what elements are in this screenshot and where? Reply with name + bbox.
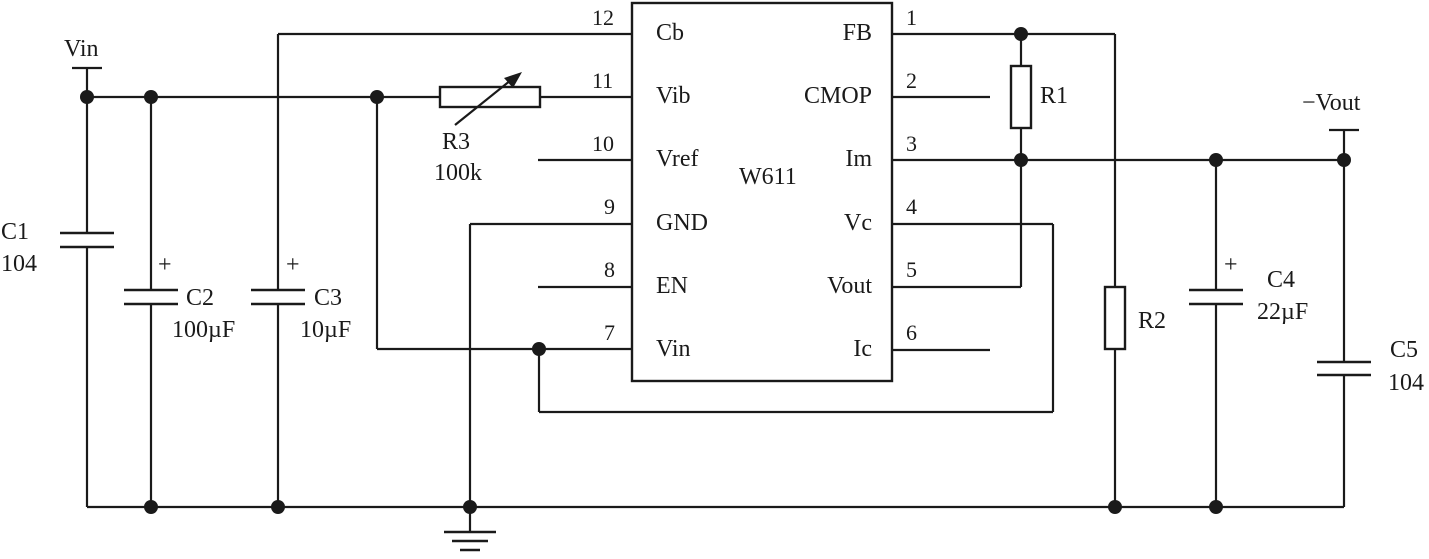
pin-num-9: 9 [604,194,615,219]
r2-name: R2 [1138,308,1166,334]
r3-name: R3 [442,129,470,155]
chip-w611 [630,1,894,383]
junction-dots [80,27,1351,514]
pin-name-3: Im [845,146,872,172]
pin-name-10: Vref [656,146,699,172]
pin-name-5: Vout [827,273,872,299]
pin-name-12: Cb [656,20,684,46]
vout-terminal-label: −Vout [1302,90,1361,116]
c4-name: C4 [1267,267,1295,293]
pin-num-6: 6 [906,320,917,345]
pin-num-10: 10 [592,131,614,156]
pin-name-1: FB [843,20,872,46]
pin-name-9: GND [656,210,708,236]
pin-num-11: 11 [592,68,613,93]
pin-num-3: 3 [906,131,917,156]
r1-name: R1 [1040,83,1068,109]
capacitor-c4 [1189,288,1243,306]
pin-name-11: Vib [656,83,691,109]
c3-polarity: + [286,252,300,278]
chip-name: W611 [739,164,797,190]
c5-name: C5 [1390,337,1418,363]
c4-polarity: + [1224,252,1238,278]
c2-name: C2 [186,285,214,311]
c3-name: C3 [314,285,342,311]
potentiometer-r3 [438,72,542,126]
r3-value: 100k [434,160,482,186]
capacitor-c3 [251,288,305,306]
wires [72,32,1359,532]
pin-num-4: 4 [906,194,917,219]
pin-name-8: EN [656,273,688,299]
c5-value: 104 [1388,370,1424,396]
pin-name-4: Vc [844,210,872,236]
c3-value: 10µF [300,317,351,343]
resistor-r2 [1103,285,1127,351]
vin-terminal-label: Vin [64,36,99,62]
pin-num-8: 8 [604,257,615,282]
pin-name-2: CMOP [804,83,872,109]
resistor-r1 [1009,64,1033,130]
pin-num-12: 12 [592,5,614,30]
c1-name: C1 [1,219,29,245]
pin-num-5: 5 [906,257,917,282]
pin-num-7: 7 [604,320,615,345]
c4-value: 22µF [1257,299,1308,325]
pin-name-7: Vin [656,336,691,362]
ground-icon [444,530,496,552]
pin-num-1: 1 [906,5,917,30]
capacitor-c1 [60,231,114,249]
c2-value: 100µF [172,317,235,343]
pin-num-2: 2 [906,68,917,93]
c2-polarity: + [158,252,172,278]
c1-value: 104 [1,251,37,277]
capacitor-c5 [1317,360,1371,377]
capacitor-c2 [124,288,178,306]
pin-name-6: Ic [853,336,872,362]
